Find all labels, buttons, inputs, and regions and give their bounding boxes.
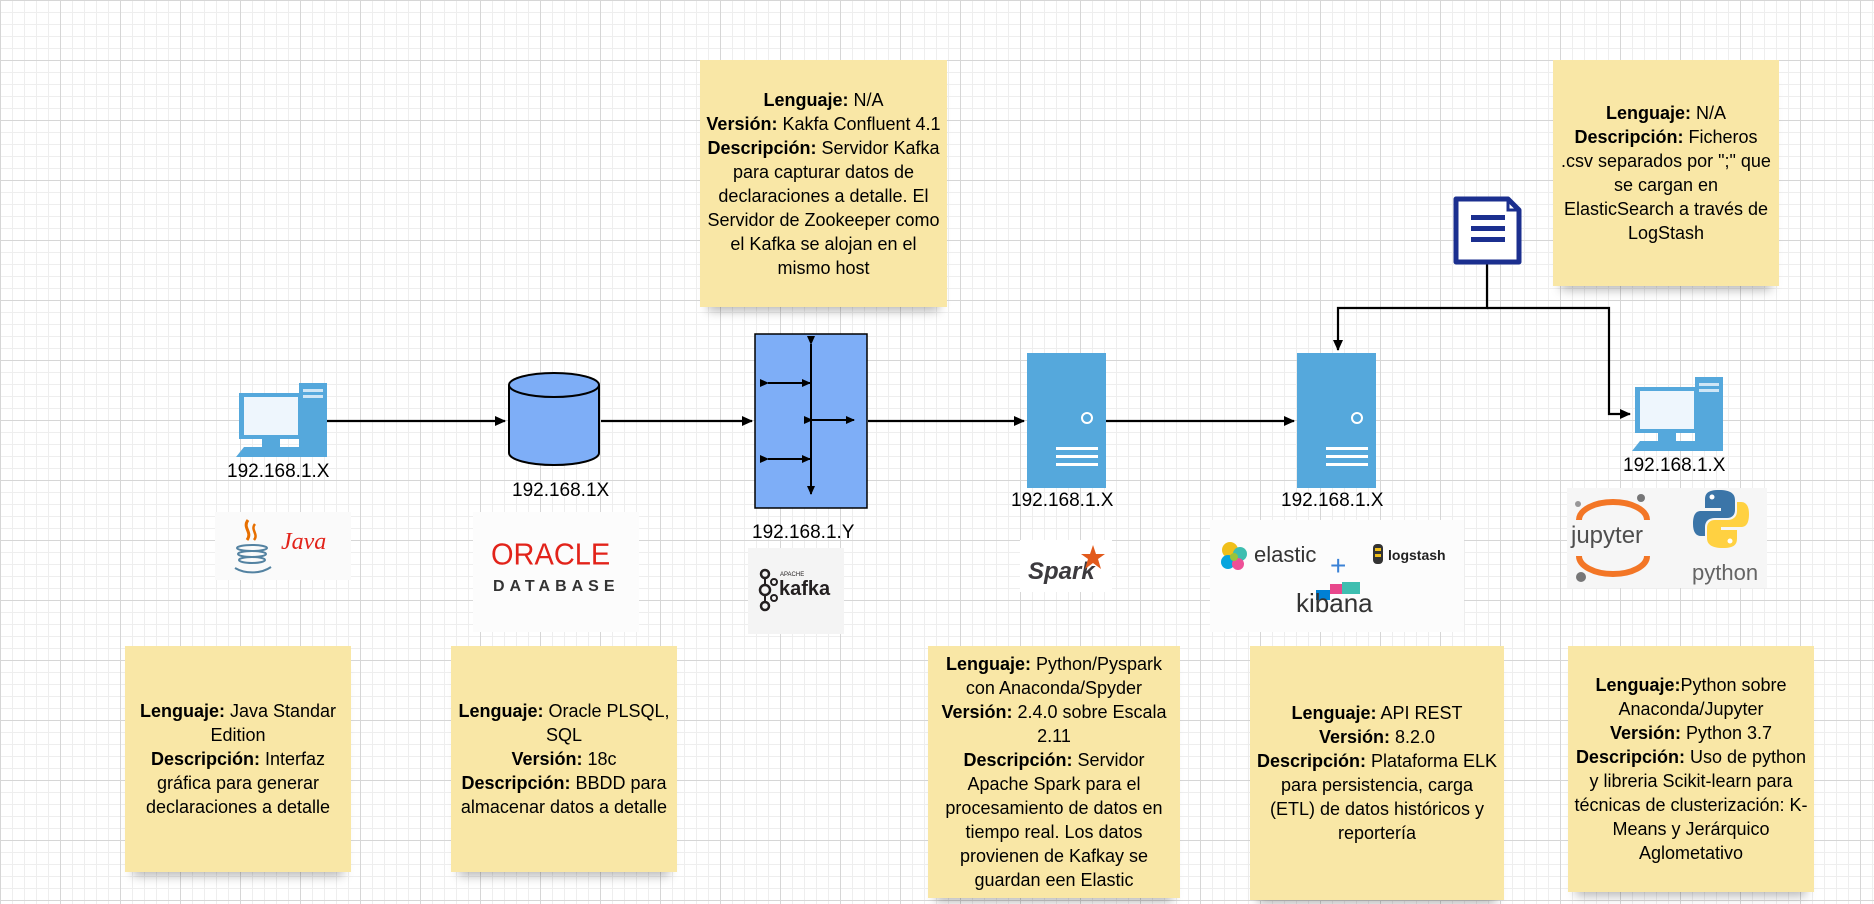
star-icon — [1081, 545, 1105, 569]
ip-label: 192.168.1.Y — [752, 522, 855, 543]
note-csv: Lenguaje: N/A Descripción: Ficheros .csv… — [1553, 60, 1779, 286]
note-text: BBDD para almacenar datos a detalle — [460, 773, 668, 817]
note-oracle: Lenguaje: Oracle PLSQL, SQL Versión: 18c… — [451, 646, 677, 872]
note-label: Descripción: — [707, 137, 817, 158]
ip-label: 192.168.1X — [512, 480, 610, 501]
note-elk: Lenguaje: API REST Versión: 8.2.0 Descri… — [1250, 646, 1504, 900]
note-label: Versión: — [1609, 723, 1681, 743]
note-label: Descripción: — [1575, 747, 1685, 767]
python-wordmark: python — [1692, 560, 1759, 585]
note-label: Versión: — [511, 749, 583, 769]
note-label: Lenguaje: — [763, 89, 849, 110]
spark-wordmark: Spark — [1028, 558, 1095, 585]
note-label: Versión: — [1318, 727, 1390, 747]
note-label: Lenguaje: — [1605, 103, 1691, 123]
computer-icon — [1632, 377, 1723, 451]
server-icon — [1297, 353, 1376, 488]
note-text: Uso de python y libreria Scikit-learn pa… — [1574, 747, 1808, 863]
note-text: Plataforma ELK para persistencia, carga … — [1269, 751, 1498, 843]
note-text: Servidor Kafka para capturar datos de de… — [707, 137, 940, 278]
ip-label: 192.168.1.X — [1281, 490, 1384, 511]
jupyter-wordmark: jupyter — [1571, 522, 1644, 549]
switch-icon — [754, 333, 868, 509]
plus-sign: + — [1330, 550, 1347, 581]
note-text: Ficheros .csv separados por ";" que se c… — [1561, 127, 1771, 243]
note-label: Lenguaje: — [945, 654, 1031, 674]
note-label: Lenguaje: — [1595, 675, 1681, 695]
note-text: N/A — [1691, 103, 1727, 123]
logstash-wordmark: logstash — [1388, 547, 1446, 563]
oracle-subtitle: DATABASE — [493, 578, 620, 595]
note-text: Python/Pyspark con Anaconda/Spyder — [965, 654, 1163, 698]
note-kafka: Lenguaje: N/A Versión: Kakfa Confluent 4… — [700, 60, 947, 307]
note-text: API REST — [1376, 703, 1463, 723]
oracle-wordmark: ORACLE — [491, 538, 611, 572]
oracle-logo: ORACLE DATABASE — [473, 512, 639, 632]
note-text: Servidor Apache Spark para el procesamie… — [945, 750, 1163, 890]
kafka-logo: APACHE kafka — [748, 548, 844, 634]
note-label: Descripción: — [1256, 751, 1366, 771]
elk-logo: elastic + logstash kibana — [1210, 520, 1464, 632]
elastic-icon — [1221, 542, 1247, 570]
note-label: Lenguaje: — [139, 701, 225, 721]
note-label: Lenguaje: — [458, 701, 544, 721]
logstash-icon — [1373, 544, 1383, 564]
note-label: Descripción: — [150, 749, 260, 769]
note-text: Python 3.7 — [1680, 723, 1773, 743]
note-text: Kakfa Confluent 4.1 — [777, 113, 941, 134]
note-label: Versión: — [941, 702, 1013, 722]
connector-doc-elk — [1333, 262, 1489, 351]
coffee-cup-icon — [234, 519, 272, 574]
note-text: 2.4.0 sobre Escala 2.11 — [1012, 702, 1167, 746]
note-java: Lenguaje: Java Standar Edition Descripci… — [125, 646, 351, 872]
server-icon — [1027, 353, 1106, 488]
kafka-icon — [758, 568, 778, 612]
kibana-icon — [1316, 582, 1360, 600]
note-text: 8.2.0 — [1389, 727, 1436, 747]
note-text: N/A — [848, 89, 884, 110]
database-icon — [508, 372, 600, 466]
jupyter-icon — [1575, 494, 1650, 582]
note-label: Descripción: — [1574, 127, 1684, 147]
ip-label: 192.168.1.X — [227, 461, 330, 482]
note-spark: Lenguaje: Python/Pyspark con Anaconda/Sp… — [928, 646, 1180, 898]
jupyter-python-logo: jupyter python — [1567, 488, 1767, 588]
kafka-wordmark: kafka — [779, 578, 831, 600]
note-label: Lenguaje: — [1291, 703, 1377, 723]
kafka-prefix: APACHE — [780, 572, 805, 578]
spark-logo: Spark — [1020, 540, 1112, 592]
computer-icon — [236, 383, 327, 457]
note-label: Descripción: — [461, 773, 571, 793]
note-label: Versión: — [706, 113, 778, 134]
note-text: Python sobre Anaconda/Jupyter — [1618, 675, 1787, 719]
document-icon — [1453, 196, 1522, 265]
note-text: Interfaz gráfica para generar declaracio… — [145, 749, 331, 817]
note-python: Lenguaje:Python sobre Anaconda/Jupyter V… — [1568, 646, 1814, 892]
java-logo: Java — [215, 512, 351, 580]
ip-label: 192.168.1.X — [1011, 490, 1114, 511]
ip-label: 192.168.1.X — [1623, 455, 1726, 476]
kibana-wordmark: kibana — [1296, 588, 1373, 618]
note-text: Java Standar Edition — [210, 701, 337, 745]
python-icon — [1693, 490, 1749, 548]
note-text: 18c — [582, 749, 617, 769]
connector-doc-analytics — [1487, 306, 1631, 419]
elastic-wordmark: elastic — [1254, 542, 1317, 567]
note-text: Oracle PLSQL, SQL — [543, 701, 670, 745]
java-wordmark: Java — [281, 529, 327, 555]
note-label: Descripción: — [963, 750, 1073, 770]
